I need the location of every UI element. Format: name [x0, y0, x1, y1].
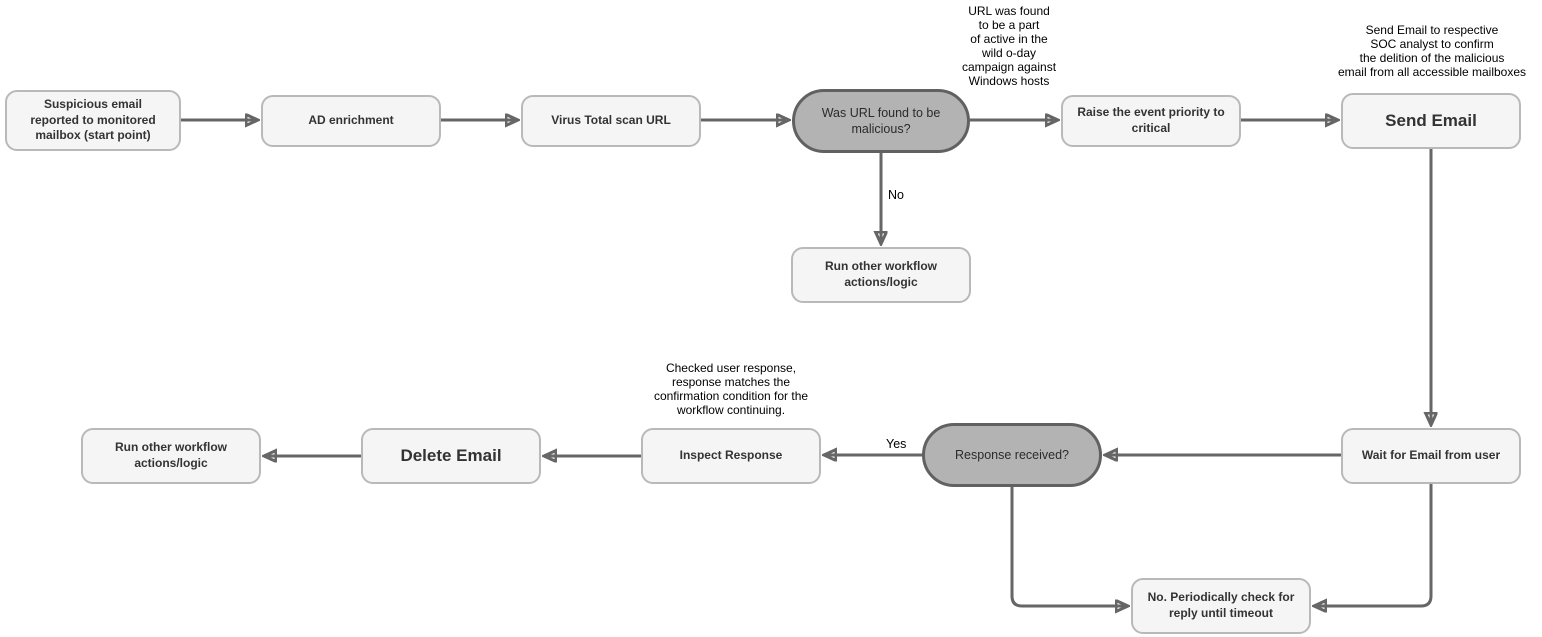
annotation-inspect-response: Checked user response, response matches …: [653, 361, 809, 417]
node-inspect-response[interactable]: Inspect Response: [641, 428, 821, 484]
node-raise-priority[interactable]: Raise the event priority to critical: [1061, 95, 1241, 147]
edge-wait-to-periodic: [1314, 484, 1433, 606]
decision-url-malicious[interactable]: Was URL found to be malicious?: [792, 89, 970, 153]
node-virus-total-scan[interactable]: Virus Total scan URL: [521, 95, 701, 147]
edge-response-no-to-periodic: [1010, 487, 1128, 606]
node-run-other-workflow-bottom[interactable]: Run other workflow actions/logic: [81, 428, 261, 484]
node-send-email[interactable]: Send Email: [1341, 93, 1521, 149]
node-start-suspicious-email[interactable]: Suspicious email reported to monitored m…: [5, 90, 181, 151]
node-delete-email[interactable]: Delete Email: [361, 428, 541, 484]
node-periodic-check[interactable]: No. Periodically check for reply until t…: [1131, 578, 1311, 634]
annotation-url-campaign: URL was found to be a part of active in …: [961, 4, 1057, 88]
edge-label-no: No: [886, 188, 906, 202]
node-ad-enrichment[interactable]: AD enrichment: [261, 95, 441, 147]
annotation-send-email: Send Email to respective SOC analyst to …: [1337, 23, 1527, 79]
decision-response-received[interactable]: Response received?: [922, 423, 1102, 487]
node-wait-for-email[interactable]: Wait for Email from user: [1341, 428, 1521, 484]
node-run-other-workflow-top[interactable]: Run other workflow actions/logic: [791, 247, 971, 303]
edge-label-yes: Yes: [884, 437, 909, 451]
